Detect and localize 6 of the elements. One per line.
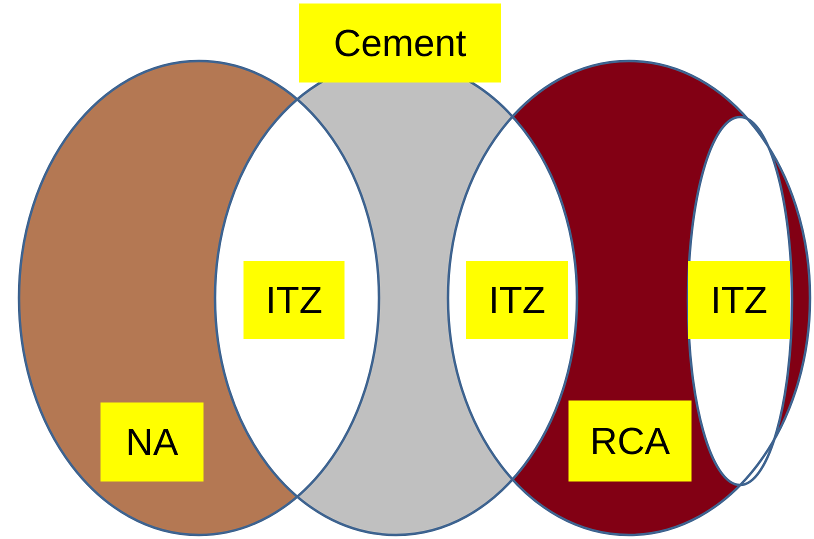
label-box: RCA	[568, 400, 692, 482]
label-box: ITZ	[244, 261, 344, 339]
label-box: ITZ	[466, 261, 568, 339]
label-box: NA	[100, 402, 204, 482]
label-box: ITZ	[688, 261, 790, 339]
label-box: Cement	[299, 4, 501, 82]
